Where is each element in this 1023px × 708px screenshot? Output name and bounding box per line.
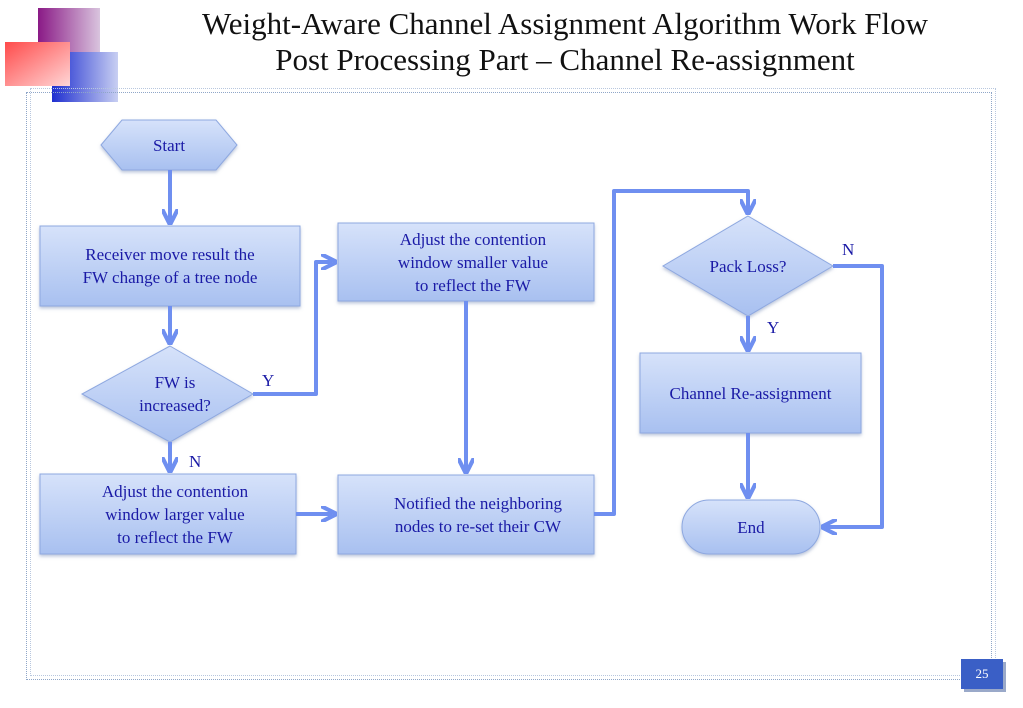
loss-yes-label: Y [767,318,780,337]
end-shape [681,499,821,555]
fw-no-label: N [189,452,202,471]
start-label: Start [152,135,186,155]
channel-reassignment-label: Channel Re-assignment [669,383,832,403]
adjust-smaller-box [337,222,595,302]
slide-title: Weight-Aware Channel Assignment Algorith… [100,6,1023,78]
end-label: End [737,517,765,537]
adjust-smaller-label: Adjust the contention window smaller val… [397,229,549,295]
fw-yes-label: Y [262,371,275,390]
arrow-notified-to-packloss [594,189,748,516]
receiver-label: Receiver move result the FW change of a … [82,245,258,287]
arrow-decision-yes-to-smaller [253,262,332,396]
arrow-packloss-no-to-end [826,264,884,527]
adjust-larger-box [39,473,297,555]
notified-label: Notified the neighboring nodes to re-set… [393,493,563,536]
corner-logo [5,8,118,102]
adjust-larger-label: Adjust the contention window larger valu… [101,481,249,547]
logo-square-red [5,42,70,86]
content-frame-shadow [30,88,996,676]
title-line-2: Post Processing Part – Channel Re-assign… [275,42,855,77]
title-line-1: Weight-Aware Channel Assignment Algorith… [201,6,929,41]
content-frame [26,92,992,680]
page-number-badge: 25 [961,659,1003,689]
fw-increased-label: FW is increased? [139,373,211,415]
loss-no-label: N [842,240,855,259]
channel-reassignment-box [639,352,862,434]
pack-loss-label: Pack Loss? [709,256,787,276]
start-shape [100,119,238,171]
